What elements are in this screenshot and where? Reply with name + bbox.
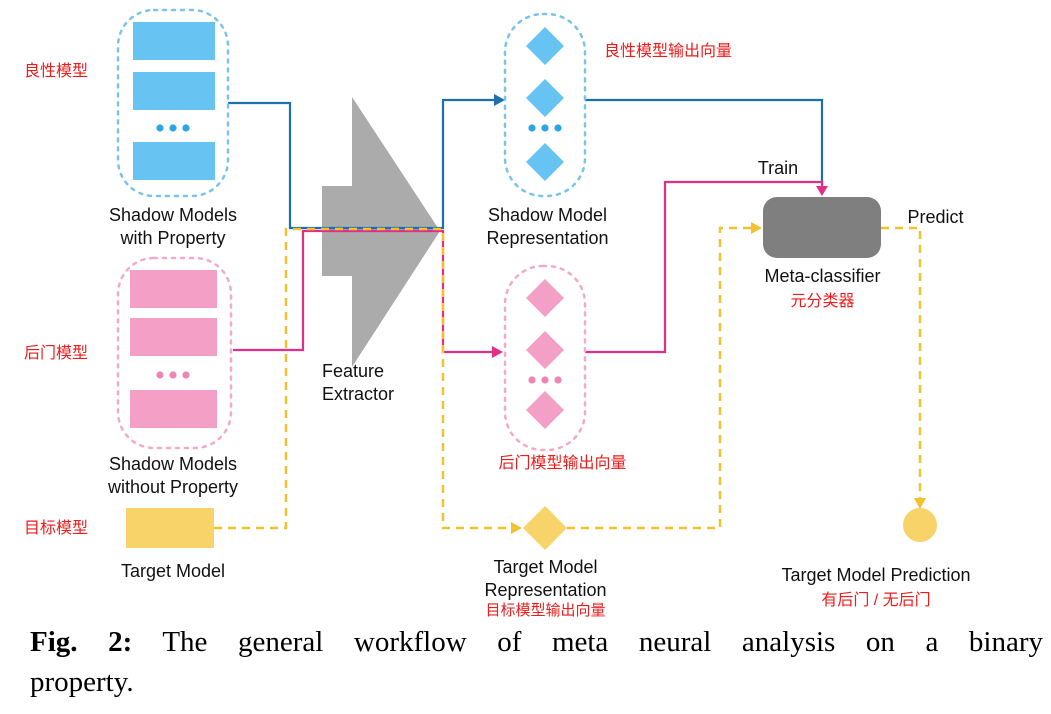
caption-text-line1: The general workflow of meta neural anal… [162, 626, 1044, 658]
benign-repr-ellipsis-dots-icon [528, 124, 562, 132]
backdoor-shadow-label-line1: Shadow Models [108, 454, 238, 474]
meta-input-arrowhead-icon [751, 222, 762, 234]
backdoor-to-extractor-line [233, 229, 494, 354]
target-prediction-label: Target Model Prediction [781, 565, 971, 585]
target-repr-label-line1: Target Model [493, 557, 598, 577]
backdoor-shadow-label-line2: without Property [107, 477, 239, 498]
prediction-arrowhead-icon [914, 498, 926, 509]
backdoor-repr-cn-label: 后门模型输出向量 [498, 455, 627, 472]
benign-repr-label-line2: Representation [486, 228, 609, 249]
backdoor-repr-to-meta-line [585, 180, 824, 354]
caption-line-1: Fig. 2: The general workflow of meta neu… [30, 622, 1043, 662]
target-repr-label-line2: Representation [484, 580, 607, 601]
feature-extractor-label: Feature Extractor [322, 360, 394, 406]
benign-model-rect [133, 72, 215, 110]
target-repr-cn-label: 目标模型输出向量 [485, 602, 606, 619]
benign-shadow-label-line1: Shadow Models [108, 205, 238, 225]
train-label: Train [757, 158, 799, 178]
benign-repr-cn-label: 良性模型输出向量 [604, 43, 733, 60]
train-arrowhead-icon [816, 186, 828, 196]
target-prediction-circle [903, 508, 937, 542]
backdoor-model-rect [130, 318, 217, 356]
benign-repr-arrowhead-icon [494, 94, 505, 106]
target-repr-arrowhead-icon [511, 522, 522, 534]
feature-extractor-label-line2: Extractor [322, 384, 395, 405]
benign-repr-to-meta-line [585, 98, 824, 192]
feature-extractor-label-line1: Feature [322, 361, 385, 381]
benign-shadow-label-line2: with Property [120, 228, 226, 249]
benign-repr-diamond [526, 79, 564, 117]
backdoor-model-rect [130, 270, 217, 308]
benign-shadow-label: Shadow Models with Property [88, 204, 258, 250]
backdoor-shadow-label: Shadow Models without Property [80, 453, 266, 499]
backdoor-ellipsis-dots-icon [156, 371, 190, 379]
target-model-rect [126, 508, 214, 548]
benign-model-cn-label: 良性模型 [24, 63, 89, 80]
target-prediction-cn-label: 有后门 / 无后门 [821, 592, 931, 609]
target-model-label: Target Model [120, 561, 226, 581]
backdoor-repr-diamond [526, 391, 564, 429]
target-repr-label: Target Model Representation [458, 556, 633, 602]
benign-repr-label-line1: Shadow Model [487, 205, 608, 225]
benign-model-rect [133, 22, 215, 60]
predict-label: Predict [907, 207, 964, 227]
benign-repr-diamond [526, 143, 564, 181]
benign-repr-diamond [526, 27, 564, 65]
backdoor-shadow-container [116, 256, 233, 450]
caption-prefix: Fig. 2: [30, 626, 133, 658]
backdoor-model-rect [130, 390, 217, 428]
caption-text-line2: property. [30, 666, 134, 699]
backdoor-model-cn-label: 后门模型 [24, 345, 89, 362]
backdoor-repr-diamond [526, 279, 564, 317]
benign-shadow-container [116, 8, 230, 198]
benign-model-rect [133, 142, 215, 180]
target-model-cn-label: 目标模型 [24, 520, 89, 537]
target-repr-diamond [523, 506, 567, 550]
meta-classifier-rect [763, 197, 881, 258]
target-to-extractor-line [214, 227, 512, 530]
figure-caption: Fig. 2: The general workflow of meta neu… [30, 622, 1043, 702]
meta-classifier-label: Meta-classifier [764, 266, 881, 286]
backdoor-repr-diamond [526, 331, 564, 369]
meta-classifier-cn-label: 元分类器 [790, 293, 855, 310]
target-repr-to-meta-line [567, 226, 752, 530]
benign-ellipsis-dots-icon [156, 124, 190, 132]
backdoor-repr-arrowhead-icon [492, 346, 503, 358]
backdoor-repr-ellipsis-dots-icon [528, 376, 562, 384]
benign-repr-label: Shadow Model Representation [460, 204, 635, 250]
